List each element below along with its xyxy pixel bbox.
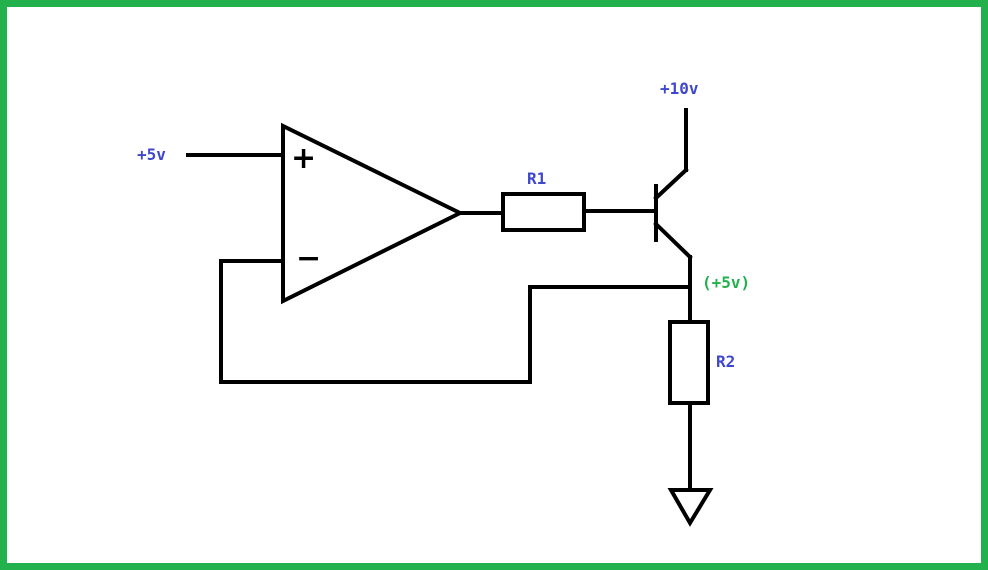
ground-symbol [667, 488, 714, 527]
op-amp [281, 122, 465, 305]
resistor-r1 [501, 192, 586, 232]
input-voltage-label: +5v [137, 145, 166, 164]
supply-voltage-label: +10v [660, 79, 699, 98]
r2-label: R2 [716, 352, 735, 371]
op-amp-minus-sign: − [296, 241, 321, 276]
transistor-collector [653, 167, 689, 201]
feedback-wire [219, 259, 692, 384]
op-amp-plus-sign: + [291, 141, 316, 176]
r1-label: R1 [527, 169, 546, 188]
resistor-r2 [668, 320, 710, 405]
transistor-emitter [653, 221, 693, 260]
emitter-voltage-label: (+5v) [702, 273, 750, 292]
